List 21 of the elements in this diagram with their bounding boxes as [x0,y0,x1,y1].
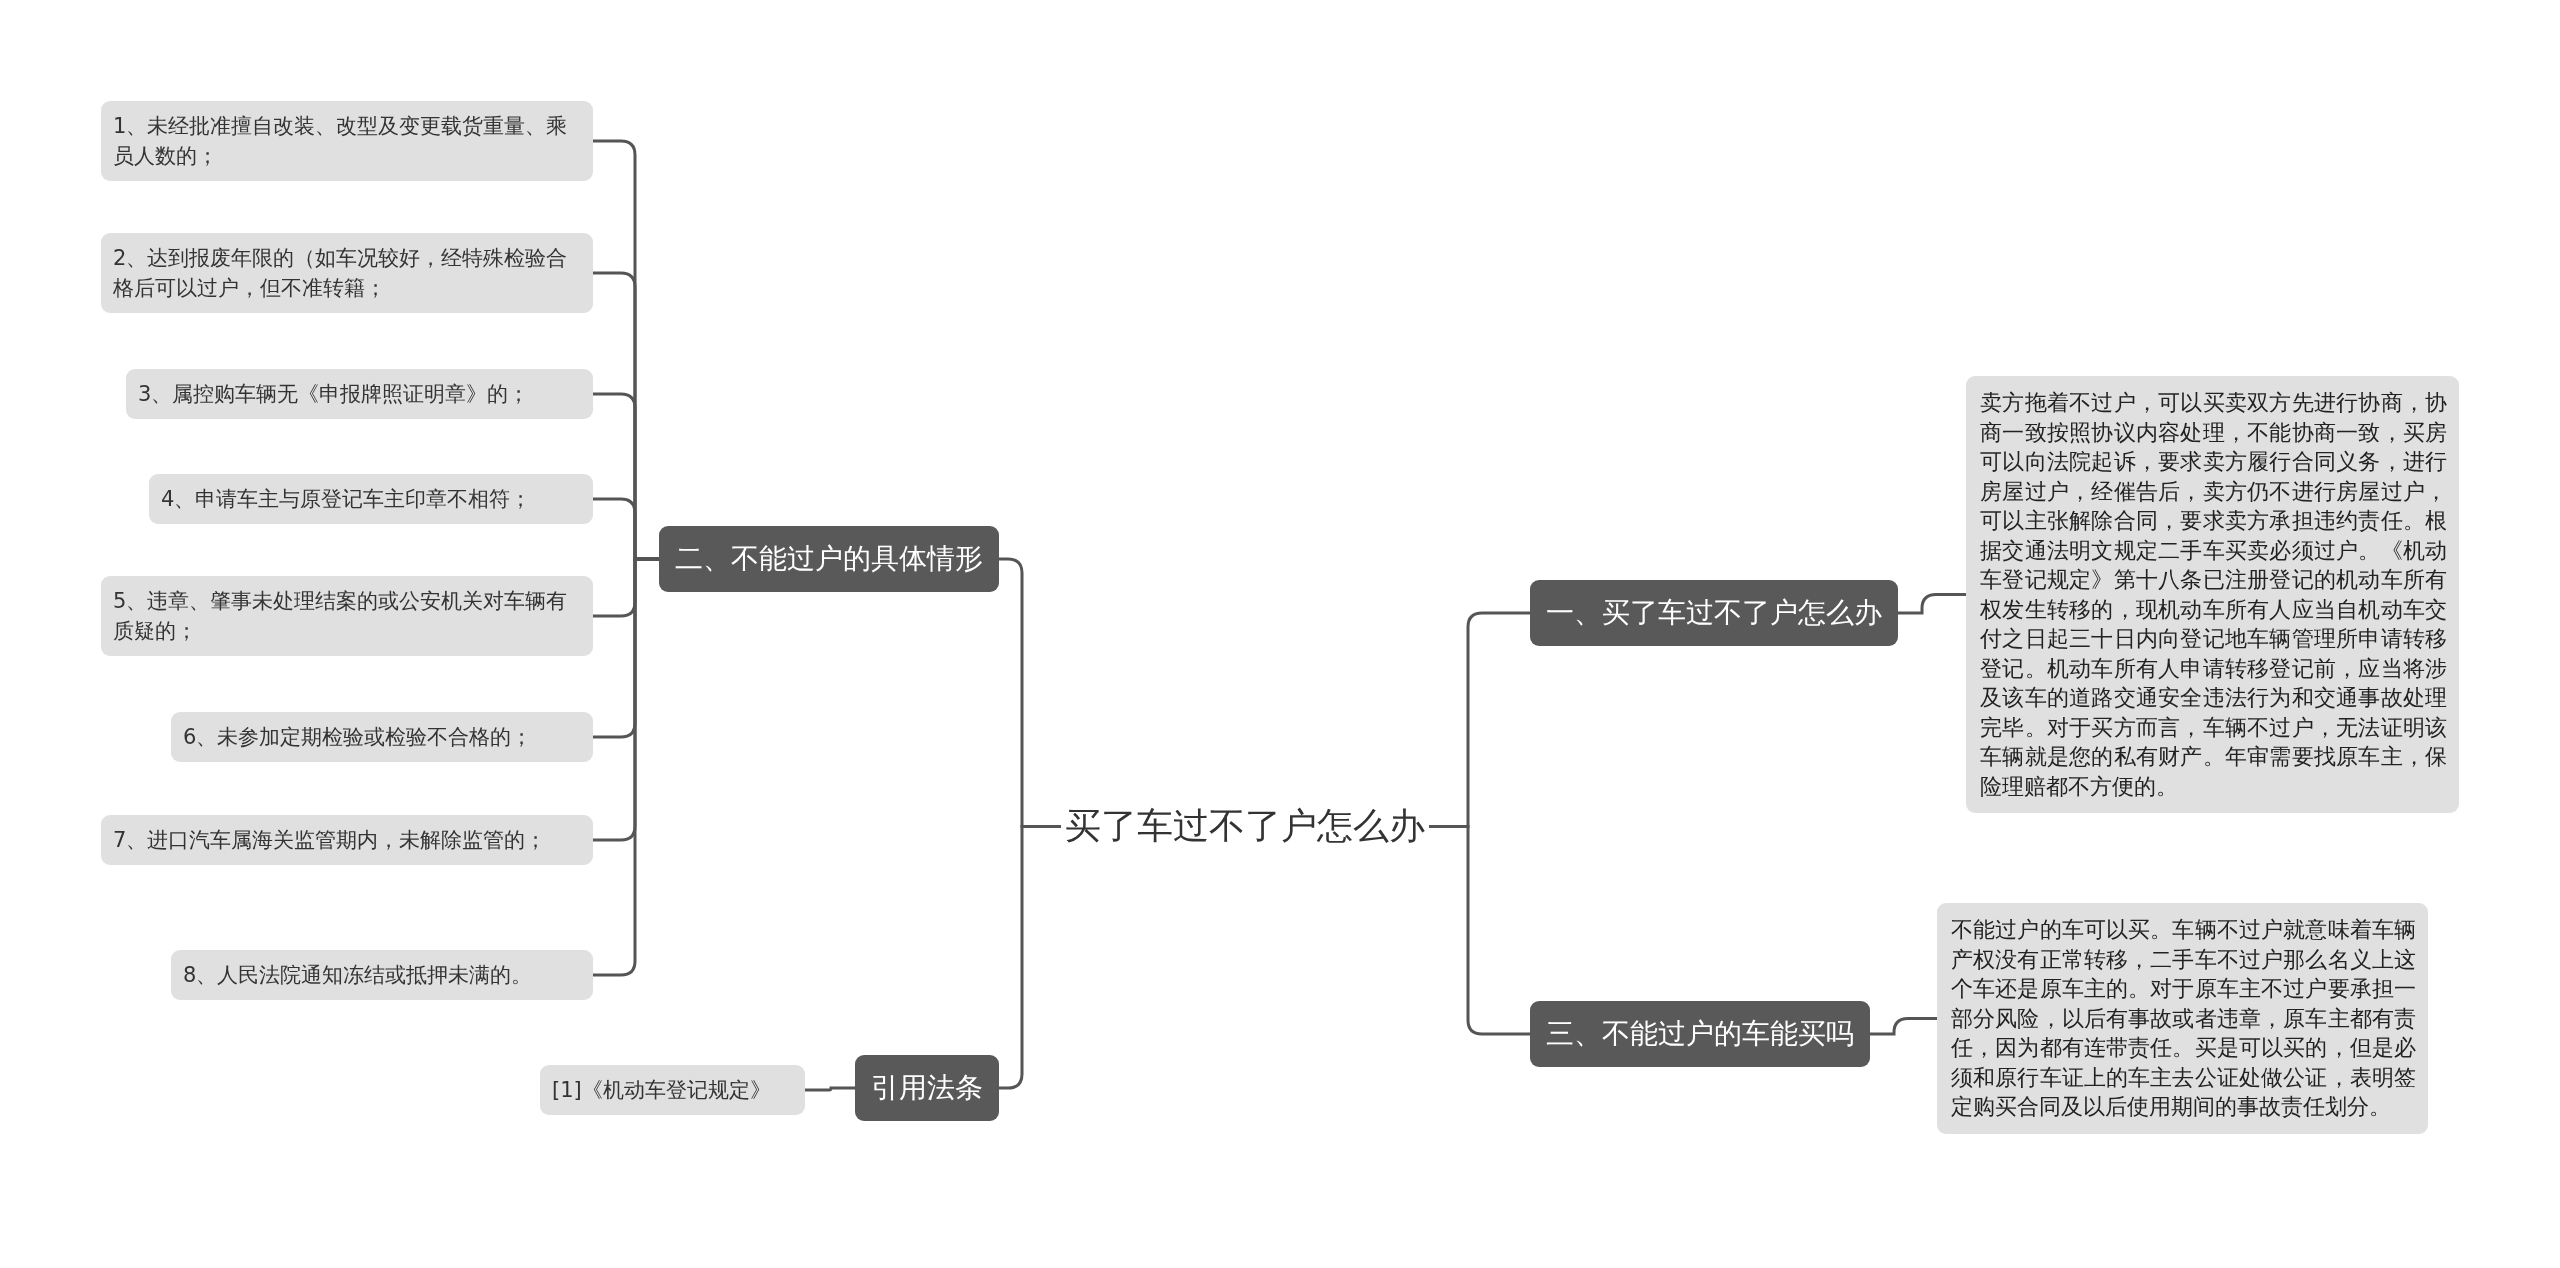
subtopic-card: 6、未参加定期检验或检验不合格的； [171,712,593,762]
subtopic-card: 1、未经批准擅自改装、改型及变更载货重量、乘员人数的； [101,101,593,181]
note-card: 不能过户的车可以买。车辆不过户就意味着车辆产权没有正常转移，二手车不过户那么名义上这个车还是原车主的。对于原车主不过户要承担一部分风险，以后有事故或者违章，原车主都有责任，因为都有连带责任。买是可以买的，但是必须和原行车证上的车主去公证处做公证，表明签定购买合同及以后使用期间的事故责任划分。 [1937,903,2428,1134]
subtopic-card: 8、人民法院通知冻结或抵押未满的。 [171,950,593,1000]
subtopic-card: 5、违章、肇事未处理结案的或公安机关对车辆有质疑的； [101,576,593,656]
branch-topic: 引用法条 [855,1055,999,1121]
branch-topic: 一、买了车过不了户怎么办 [1530,580,1898,646]
subtopic-card: 7、进口汽车属海关监管期内，未解除监管的； [101,815,593,865]
subtopic-card: 4、申请车主与原登记车主印章不相符； [149,474,593,524]
note-card: 卖方拖着不过户，可以买卖双方先进行协商，协商一致按照协议内容处理，不能协商一致，买房可以向法院起诉，要求卖方履行合同义务，进行房屋过户，经催告后，卖方仍不进行房屋过户，可以主张解除合同，要求卖方承担违约责任。根据交通法明文规定二手车买卖必须过户。《机动车登记规定》第十八条已注册登记的机动车所有权发生转移的，现机动车所有人应当自机动车交付之日起三十日内向登记地车辆管理所申请转移登记。机动车所有人申请转移登记前，应当将涉及该车的道路交通安全违法行为和交通事故处理完毕。对于买方而言，车辆不过户，无法证明该车辆就是您的私有财产。年审需要找原车主，保险理赔都不方便的。 [1966,376,2459,813]
central-topic: 买了车过不了户怎么办 [1061,796,1429,857]
connector-line [1429,825,1530,1036]
connector-line [1898,593,1966,615]
branch-topic: 二、不能过户的具体情形 [659,526,999,592]
connector-line [1870,1017,1937,1036]
subtopic-card: 2、达到报废年限的（如车况较好，经特殊检验合格后可以过户，但不准转籍； [101,233,593,313]
branch-topic: 三、不能过户的车能买吗 [1530,1001,1870,1067]
subtopic-card: [1]《机动车登记规定》 [540,1065,805,1115]
connector-line [593,557,659,977]
connector-line [805,1086,855,1092]
subtopic-card: 3、属控购车辆无《申报牌照证明章》的； [126,369,593,419]
